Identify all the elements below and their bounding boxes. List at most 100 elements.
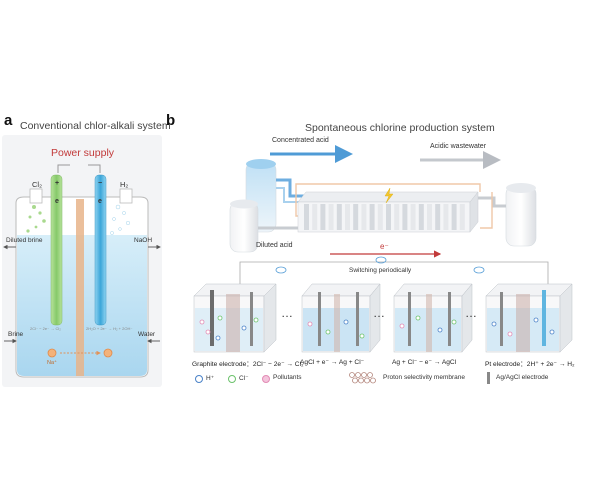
na-ion-left bbox=[47, 348, 57, 358]
na-ion-label: Na⁺ bbox=[47, 360, 57, 366]
switching-label: Switching periodically bbox=[349, 267, 412, 274]
ion-dot bbox=[343, 319, 349, 325]
reactor-plate bbox=[353, 204, 359, 230]
reactor-plate bbox=[328, 204, 334, 230]
reactor-plate bbox=[369, 204, 375, 230]
cl2-label: Cl₂ bbox=[32, 180, 42, 189]
dots-left: … bbox=[281, 306, 293, 320]
switch-cycle-icon-left bbox=[275, 266, 287, 274]
switching-wire bbox=[239, 261, 549, 302]
cell-pt bbox=[485, 283, 573, 353]
dots-center: … bbox=[373, 306, 385, 320]
reactor-plate bbox=[394, 204, 400, 230]
legend: H⁺ Cl⁻ Pollutants Proton selectivity mem… bbox=[195, 372, 595, 386]
electrode-legend-label: Ag/AgCl electrode bbox=[496, 374, 549, 381]
ion-dot bbox=[437, 327, 443, 333]
spontaneous-chlorine-system-diagram bbox=[193, 145, 573, 353]
reactor-plate bbox=[418, 204, 424, 230]
reactor-plate bbox=[459, 204, 465, 230]
panel-b-letter: b bbox=[166, 112, 176, 129]
switch-cycle-icon-right bbox=[473, 266, 485, 274]
wastewater-tank bbox=[505, 183, 537, 247]
anode-electron-label: e bbox=[55, 198, 59, 205]
diluted-acid-label: Diluted acid bbox=[256, 242, 293, 249]
ion-dot bbox=[507, 331, 513, 337]
hydrogen-bubbles bbox=[110, 204, 130, 235]
eq-graphite: Graphite electrode：2Cl⁻ − 2e⁻ → Cl₂ bbox=[192, 361, 304, 368]
dots-right: … bbox=[465, 306, 477, 320]
reactor-plate bbox=[435, 204, 441, 230]
lightning-icon bbox=[384, 187, 394, 204]
pipe-orange-2 bbox=[480, 192, 493, 229]
pipe-orange bbox=[295, 183, 481, 217]
concentrated-acid-label: Concentrated acid bbox=[272, 137, 329, 144]
cell-ag-oxidation bbox=[393, 283, 473, 353]
ion-dot bbox=[415, 315, 421, 321]
ion-dot bbox=[205, 329, 211, 335]
reactor-plate bbox=[410, 204, 416, 230]
switch-cycle-icon-center bbox=[375, 256, 387, 264]
cl-minus-legend-icon bbox=[228, 375, 236, 383]
anode-electrode bbox=[50, 174, 63, 326]
reactor-plate bbox=[386, 204, 391, 230]
pipe-blue-2 bbox=[276, 187, 306, 203]
power-supply-label: Power supply bbox=[51, 147, 115, 159]
ion-dot bbox=[549, 329, 555, 335]
water-label: Water bbox=[138, 331, 156, 338]
reactor-plates bbox=[304, 204, 465, 230]
cathode-electron-label: e bbox=[98, 198, 102, 205]
pipe-grey-right bbox=[472, 196, 506, 208]
panel-a-title: Conventional chlor-alkali system bbox=[20, 120, 171, 132]
cl-minus-legend-label: Cl⁻ bbox=[239, 375, 249, 382]
reactor-plate bbox=[451, 204, 457, 230]
pollutants-legend-label: Pollutants bbox=[273, 374, 302, 381]
ion-dot bbox=[253, 317, 259, 323]
ion-dot bbox=[307, 321, 313, 327]
power-wire-left bbox=[57, 164, 70, 173]
reactor-plate bbox=[402, 204, 408, 230]
h2-label: H₂ bbox=[120, 180, 129, 189]
chlor-alkali-cell-diagram bbox=[2, 135, 162, 387]
h-plus-legend-label: H⁺ bbox=[206, 375, 215, 382]
membrane-legend-label: Proton selectivity membrane bbox=[383, 374, 466, 381]
reactor-plate bbox=[361, 204, 367, 230]
reactor-plate bbox=[336, 204, 342, 230]
chimney-left bbox=[29, 188, 43, 204]
ion-dot bbox=[399, 323, 405, 329]
ion-dot bbox=[215, 335, 221, 341]
brine-label: Brine bbox=[8, 331, 24, 338]
ion-dot bbox=[325, 329, 331, 335]
cathode-sign: − bbox=[98, 180, 103, 187]
ion-dot bbox=[199, 319, 205, 325]
cell-graphite bbox=[193, 283, 277, 353]
panel-b-title: Spontaneous chlorine production system bbox=[305, 122, 495, 134]
ion-dot bbox=[451, 319, 457, 325]
ion-dot bbox=[241, 325, 247, 331]
membrane-legend-icon bbox=[349, 372, 376, 384]
pipe-blue bbox=[276, 178, 306, 198]
ion-dot bbox=[491, 321, 497, 327]
electron-label: e⁻ bbox=[380, 242, 389, 251]
stacked-reactor bbox=[297, 191, 479, 233]
anode-sign: + bbox=[55, 180, 60, 187]
membrane bbox=[76, 199, 84, 376]
reactor-plate bbox=[427, 204, 432, 230]
chimney-right bbox=[119, 188, 133, 204]
reactor-plate bbox=[320, 204, 326, 230]
reactor-plate bbox=[312, 204, 318, 230]
eq-ag-oxidation: Ag + Cl⁻ − e⁻ → AgCl bbox=[392, 359, 457, 366]
reactor-plate bbox=[345, 204, 350, 230]
anode-reaction-faint: 2Cl⁻ − 2e⁻ → Cl₂ bbox=[30, 326, 61, 331]
ion-dot bbox=[359, 333, 365, 339]
eq-pt: Pt electrode：2H⁺ + 2e⁻ → H₂ bbox=[485, 361, 575, 368]
na-ion-right bbox=[103, 348, 113, 358]
ions bbox=[199, 315, 555, 341]
h-plus-legend-icon bbox=[195, 375, 203, 383]
diluted-acid-tank bbox=[229, 199, 259, 253]
cathode-reaction-faint: 2H₂O + 2e⁻ → H₂ + 2OH⁻ bbox=[86, 326, 133, 331]
reactor-plate bbox=[377, 204, 383, 230]
cell-agcl-reduction bbox=[301, 283, 381, 353]
reactor-plate bbox=[443, 204, 449, 230]
panel-a-letter: a bbox=[4, 112, 13, 129]
eq-agcl-reduction: AgCl + e⁻ → Ag + Cl⁻ bbox=[300, 359, 365, 366]
